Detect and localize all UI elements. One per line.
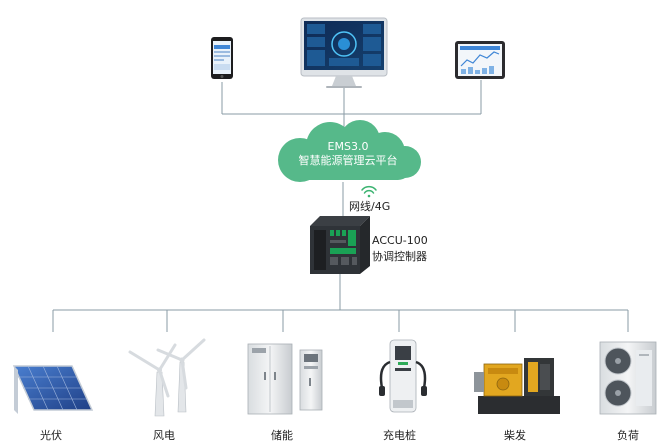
device-label-storage: 储能: [271, 429, 293, 442]
device-label-diesel: 柴发: [504, 429, 526, 442]
storage-cabinet-icon: [247, 343, 323, 415]
cloud-platform-label: EMS3.0 智慧能源管理云平台: [248, 140, 448, 168]
cloud-platform-shape: [278, 120, 421, 182]
controller-model: ACCU-100: [372, 234, 428, 247]
wifi-icon: [361, 185, 377, 198]
ev-charger-icon: [379, 339, 427, 413]
ac-load-unit-icon: [599, 341, 657, 415]
wind-turbine-icon: [128, 338, 206, 417]
device-label-charger: 充电桩: [383, 429, 416, 442]
cloud-platform-name: 智慧能源管理云平台: [298, 154, 398, 167]
cloud-version: EMS3.0: [327, 140, 369, 153]
device-label-load: 负荷: [617, 429, 639, 442]
smartphone-icon: [211, 37, 233, 79]
device-bus-lines: [52, 309, 629, 332]
device-label-pv: 光伏: [40, 429, 62, 442]
device-label-wind: 风电: [153, 429, 175, 442]
controller-name: 协调控制器: [372, 250, 427, 263]
solar-panel-icon: [12, 365, 94, 414]
top-connection-lines: [221, 80, 482, 128]
controller-device-icon: [310, 216, 370, 274]
diesel-generator-icon: [474, 358, 560, 414]
network-label: 网线/4G: [349, 200, 391, 213]
tablet-icon: [455, 41, 505, 79]
desktop-monitor-icon: [300, 17, 388, 88]
